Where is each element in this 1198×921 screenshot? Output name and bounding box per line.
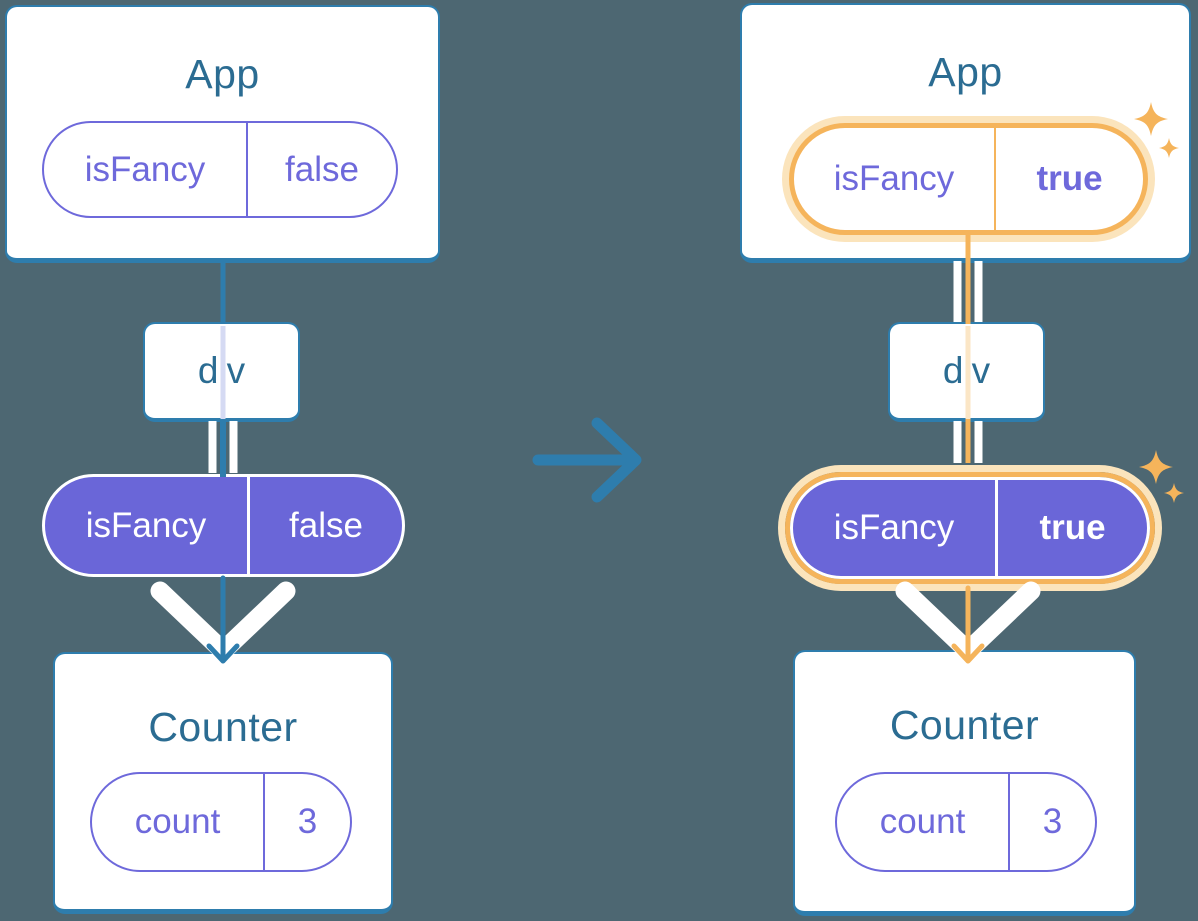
div-box-before: div — [143, 322, 300, 422]
state-name-label: count — [92, 774, 265, 870]
prop-pill-after: isFancy true — [790, 477, 1150, 579]
prop-value-label: false — [289, 505, 363, 545]
sparkle-icon-small — [1164, 483, 1184, 503]
state-value-label: 3 — [297, 802, 318, 841]
arrow-right-head — [591, 417, 642, 503]
state-value-label: true — [1036, 159, 1103, 198]
state-value-label: 3 — [1042, 802, 1063, 841]
app-card-after: App isFancy true — [740, 3, 1191, 263]
counter-card-before: Counter count 3 — [53, 652, 393, 914]
counter-card-after: Counter count 3 — [793, 650, 1136, 916]
div-label-after: div — [942, 350, 991, 391]
div-box-after: div — [888, 322, 1045, 422]
app-card-before: App isFancy false — [5, 5, 440, 263]
app-title-before: App — [185, 51, 260, 97]
counter-title-after: Counter — [889, 702, 1040, 748]
arrow-right-icon — [532, 417, 642, 503]
state-value-label: false — [285, 149, 359, 189]
prop-pill-after-highlight-ring: isFancy true — [785, 472, 1155, 584]
white-chevron-arrow-after — [895, 581, 1041, 661]
prop-name-label: isFancy — [793, 480, 998, 576]
counter-title-before: Counter — [148, 704, 298, 750]
app-state-pill-after-highlighted: isFancy true — [789, 123, 1148, 235]
state-name-label: isFancy — [794, 128, 996, 230]
prop-pill-before: isFancy false — [42, 474, 405, 577]
prop-name-label: isFancy — [45, 477, 250, 574]
counter-state-pill-after: count 3 — [835, 772, 1097, 872]
state-name-label: isFancy — [44, 123, 248, 216]
sparkle-icon — [1139, 450, 1173, 484]
div-label-before: div — [197, 350, 246, 391]
white-chevron-arrow-before — [150, 581, 296, 661]
state-name-label: count — [837, 774, 1010, 870]
prop-value-label: true — [1039, 508, 1106, 547]
counter-state-pill-before: count 3 — [90, 772, 352, 872]
app-title-after: App — [928, 49, 1003, 95]
app-state-pill-before: isFancy false — [42, 121, 398, 218]
